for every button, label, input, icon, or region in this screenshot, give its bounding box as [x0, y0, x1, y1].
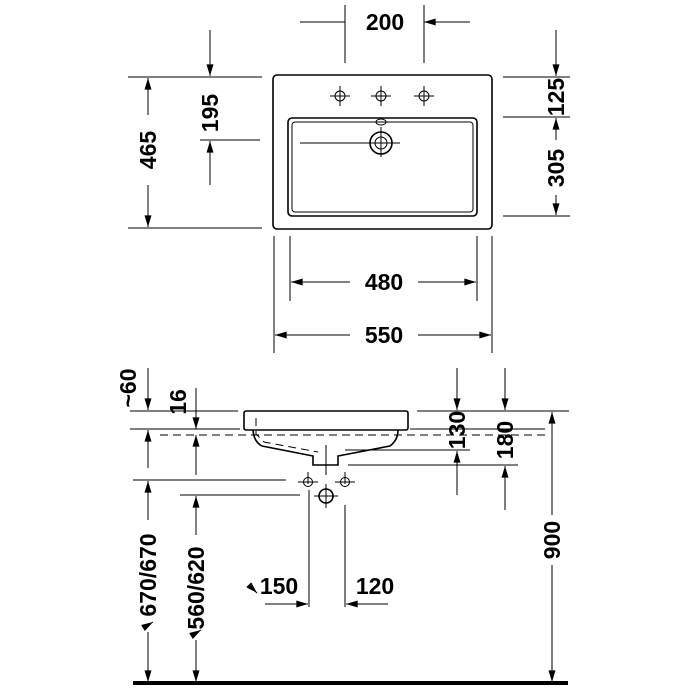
basin-outline	[272, 74, 493, 230]
dim-550: 550	[365, 322, 403, 348]
dim-16: 16	[165, 389, 191, 415]
bowl-outline	[287, 117, 478, 217]
dim-60: ~60	[115, 368, 141, 407]
dim-480: 480	[365, 269, 403, 295]
top-view: 200 465 195 125 305 480 550	[128, 5, 570, 353]
dim-180: 180	[492, 421, 518, 459]
dim-670-670: 670/670	[135, 533, 161, 616]
dim-195: 195	[197, 94, 223, 133]
side-view: ~60 16 670/670 560/620 130 180 900 150 1…	[115, 368, 569, 685]
dim-125: 125	[543, 78, 569, 117]
basin-rim	[243, 410, 409, 431]
drain-icon	[300, 118, 400, 157]
dim-130: 130	[444, 411, 470, 449]
dim-150: 150	[260, 573, 298, 599]
pipe-connection-icon	[298, 472, 355, 508]
dim-900: 900	[539, 521, 565, 559]
dim-560-620: 560/620	[183, 546, 209, 629]
dim-120: 120	[356, 573, 394, 599]
tap-hole-icon	[330, 86, 434, 106]
dim-305: 305	[543, 149, 569, 188]
dim-465: 465	[135, 131, 161, 170]
dim-200: 200	[366, 9, 404, 35]
